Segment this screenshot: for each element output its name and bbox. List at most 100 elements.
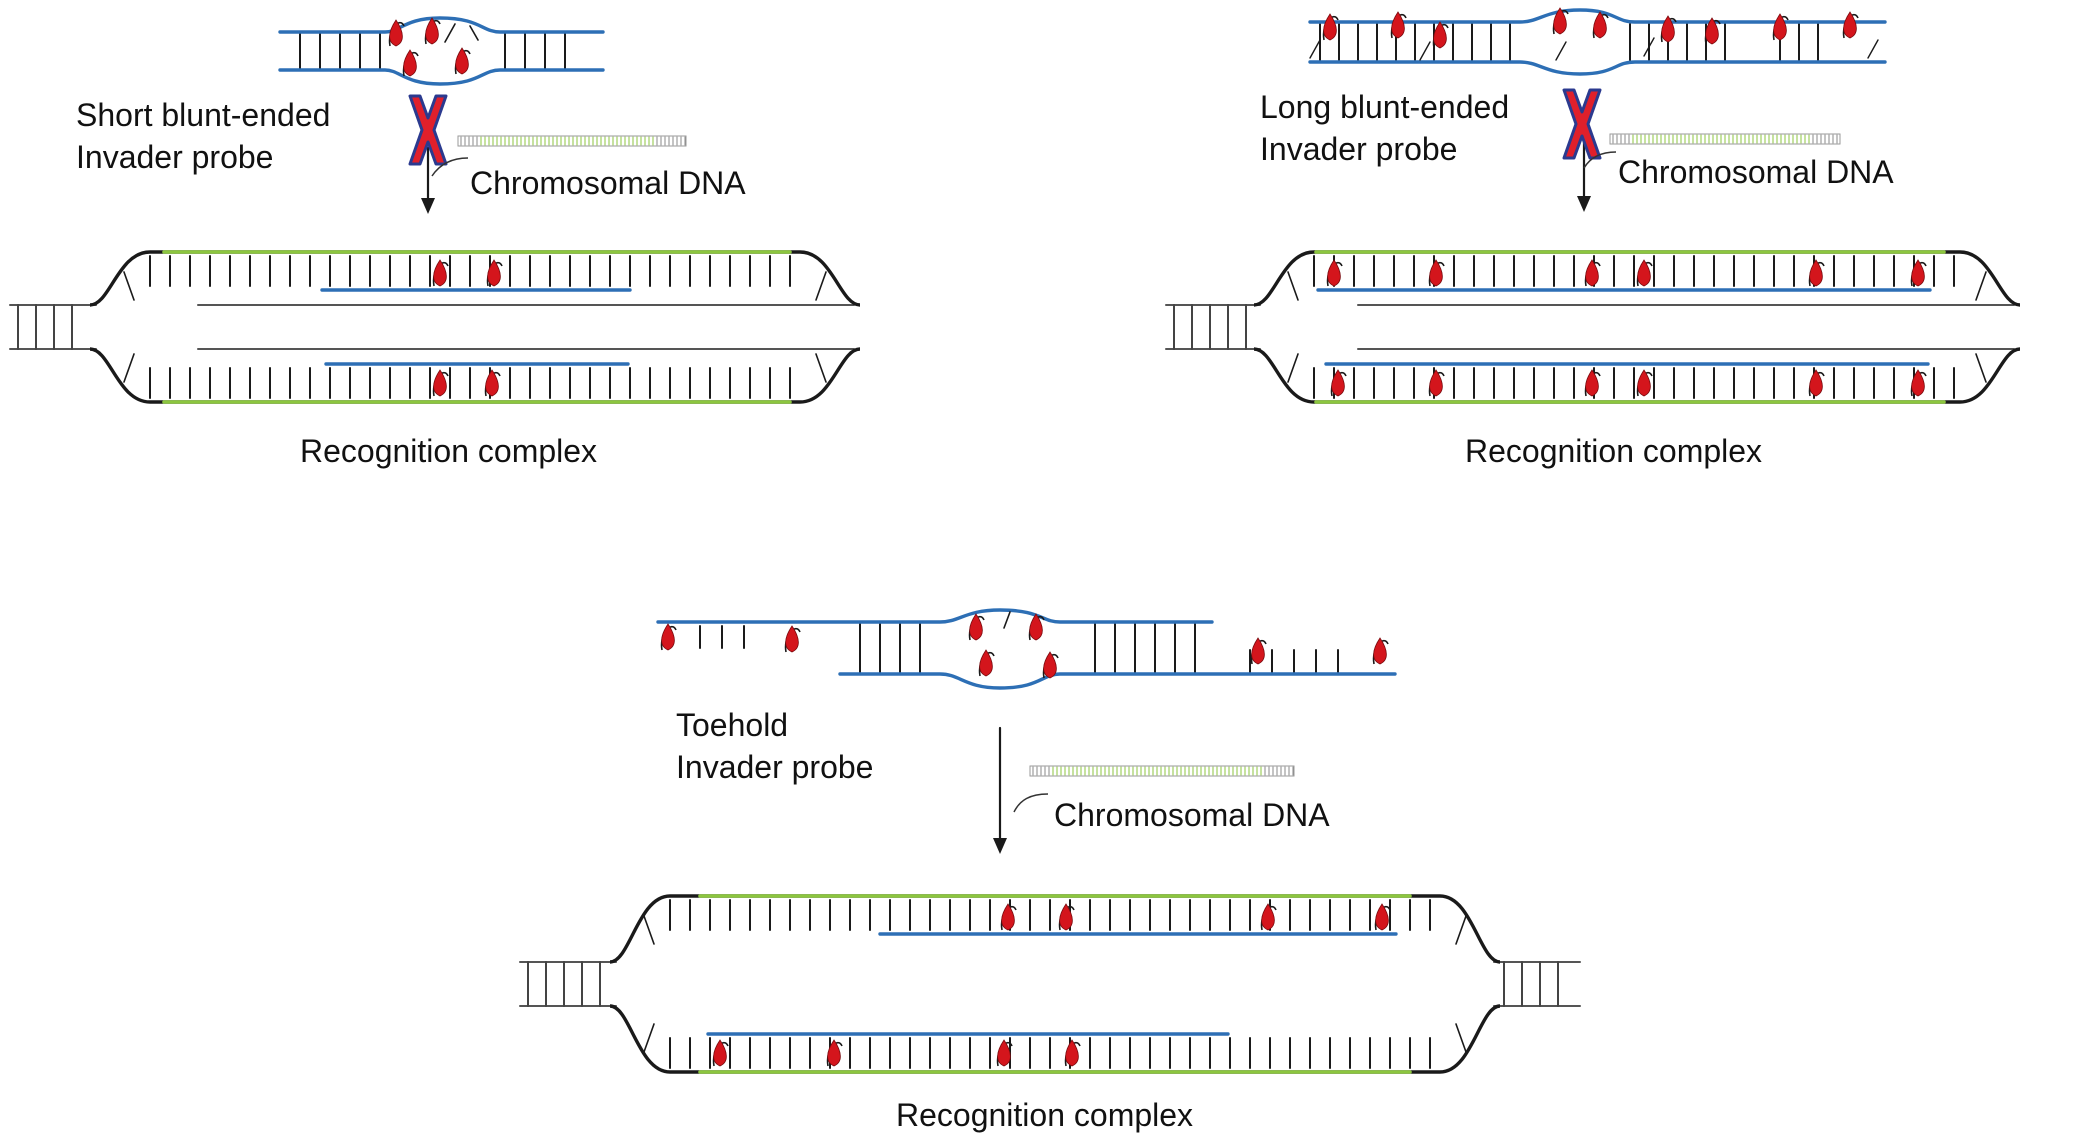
intercalator-drop-icon [1326,259,1343,287]
intercalator-body [1911,259,1925,287]
long-probe-chromosome-leader [1583,151,1617,169]
intercalator-drop-icon [1432,21,1449,49]
intercalator-drop-icon [1660,15,1677,43]
intercalator-body [1429,369,1443,397]
toehold-probe-chromosome-label: Chromosomal DNA [1054,797,1330,833]
short-probe-arrow-down-icon [421,146,435,214]
chromosome-strand-top [89,250,861,307]
intercalator-body [1001,903,1015,931]
intercalator-body [433,369,447,397]
base-pair [1419,41,1431,61]
intercalator-drop-icon [1372,637,1389,665]
toehold-probe-complex-label: Recognition complex [896,1097,1193,1133]
intercalator-body [1327,259,1341,287]
arrow-head [993,838,1007,854]
short-probe-recognition-complex [9,250,861,404]
intercalator-body [1585,369,1599,397]
intercalator-drop-icon [968,613,985,641]
intercalator-body [1661,15,1675,43]
short-probe-label-line2: Invader probe [76,139,273,175]
base-pair [1975,353,1987,383]
intercalator-body [1433,21,1447,49]
intercalator-drop-icon [1704,17,1721,45]
base-pair [1455,915,1467,945]
intercalator-drop-icon [1772,13,1789,41]
long-probe-recognition-complex [1165,250,2021,404]
toehold-probe-duplex [656,608,1397,690]
long-probe-duplex [1308,7,1887,76]
intercalator-body [1585,259,1599,287]
base-pair [1643,37,1655,57]
panel-short-probe: Short blunt-ended Invader probe Chromoso… [9,16,861,469]
intercalator-drop-icon [1636,259,1653,287]
intercalator-drop-icon [1250,637,1267,665]
intercalator-drop-icon [1322,13,1339,41]
intercalator-drop-icon [1260,903,1277,931]
intercalator-body [389,19,403,47]
intercalator-drop-icon [388,19,405,47]
short-probe-chromosome-label: Chromosomal DNA [470,165,746,201]
probe-strand [278,16,605,34]
intercalator-drop-icon [1584,259,1601,287]
intercalator-drop-icon [1390,11,1407,39]
chromosome-outline [457,135,687,147]
chromosome-strand-bottom [609,1004,1501,1074]
intercalator-drop-icon [1028,613,1045,641]
intercalator-body [485,369,499,397]
intercalator-body [1251,637,1265,665]
intercalator-drop-icon [1428,369,1445,397]
long-probe-label-line2: Invader probe [1260,131,1457,167]
probe-strand [1308,8,1887,24]
base-pair [643,1023,655,1053]
intercalator-drop-icon [1910,259,1927,287]
intercalator-drop-icon [1584,369,1601,397]
intercalator-body [1637,369,1651,397]
intercalator-drop-icon [1842,11,1859,39]
base-pair [123,353,135,383]
base-pair [469,25,479,41]
toehold-probe-arrow-down-icon [993,726,1007,854]
intercalator-drop-icon [712,1039,729,1067]
probe-strand [656,608,1214,624]
intercalator-drop-icon [660,623,677,651]
intercalator-body [1375,903,1389,931]
base-pair [1555,41,1567,61]
intercalator-body [1323,13,1337,41]
arrow-head [1577,196,1591,212]
intercalator-drop-icon [1592,11,1609,39]
chromosome-outline [1029,765,1295,777]
panel-toehold-probe: Toehold Invader probe Chromosomal DNA Re… [519,608,1581,1133]
long-probe-chromosome-icon [1609,133,1841,145]
intercalator-drop-icon [1808,369,1825,397]
intercalator-drop-icon [432,259,449,287]
intercalator-drop-icon [1808,259,1825,287]
panel-long-probe: Long blunt-ended Invader probe Chromosom… [1165,7,2021,469]
intercalator-body [785,625,799,653]
arrow-head [421,198,435,214]
short-probe-label-line1: Short blunt-ended [76,97,330,133]
intercalator-body [1911,369,1925,397]
chromosome-outline [1609,133,1841,145]
base-pair [1287,353,1299,383]
probe-strand [278,68,605,86]
base-pair [1975,271,1987,301]
intercalator-drop-icon [1428,259,1445,287]
intercalator-drop-icon [454,47,471,75]
intercalator-body [1593,11,1607,39]
intercalator-body [1773,13,1787,41]
toehold-probe-label-line2: Invader probe [676,749,873,785]
chromosome-strand-top [609,894,1501,964]
intercalator-body [1065,1039,1079,1067]
red-x-shape [408,94,448,166]
toehold-probe-label-line1: Toehold [676,707,788,743]
intercalator-drop-icon [432,369,449,397]
intercalator-drop-icon [486,259,503,287]
intercalator-drop-icon [1064,1039,1081,1067]
intercalator-drop-icon [1374,903,1391,931]
base-pair [1309,39,1321,59]
intercalator-body [1059,903,1073,931]
intercalator-body [1029,613,1043,641]
intercalator-body [1637,259,1651,287]
intercalator-body [1043,651,1057,679]
red-x-shape [1562,88,1602,160]
